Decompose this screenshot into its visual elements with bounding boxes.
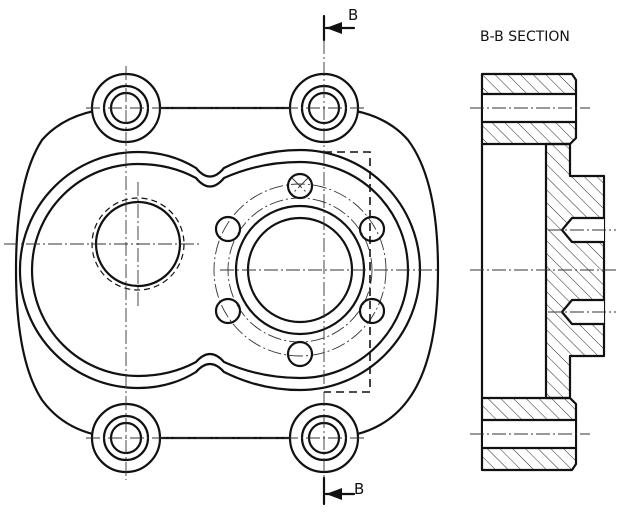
section-marker-bottom: B <box>322 476 364 506</box>
bolt-hole-lower-left <box>214 297 242 325</box>
bolt-hole-upper-left <box>214 215 242 243</box>
arrow-head-bottom <box>326 488 342 500</box>
section-centerlines <box>470 107 616 435</box>
bolt-hole-top <box>286 172 314 200</box>
bolt-hole-lower-right <box>358 297 386 325</box>
front-view: B B <box>4 6 440 506</box>
arrow-head-top <box>326 22 342 34</box>
cut-label-top: B <box>348 6 358 24</box>
bolt-hole-upper-right <box>358 215 386 243</box>
bolt-holes <box>214 172 386 368</box>
section-view: B-B SECTION <box>470 29 616 472</box>
section-title: B-B SECTION <box>480 29 570 45</box>
gear-chamber-inner <box>30 160 410 380</box>
section-marker-top: B <box>322 6 358 42</box>
section-web <box>544 142 606 400</box>
bolt-hole-bottom <box>286 340 314 368</box>
corner-bosses <box>90 72 360 474</box>
front-centerlines <box>4 40 440 486</box>
cut-label-bottom: B <box>354 480 364 498</box>
housing-outline <box>14 106 440 440</box>
